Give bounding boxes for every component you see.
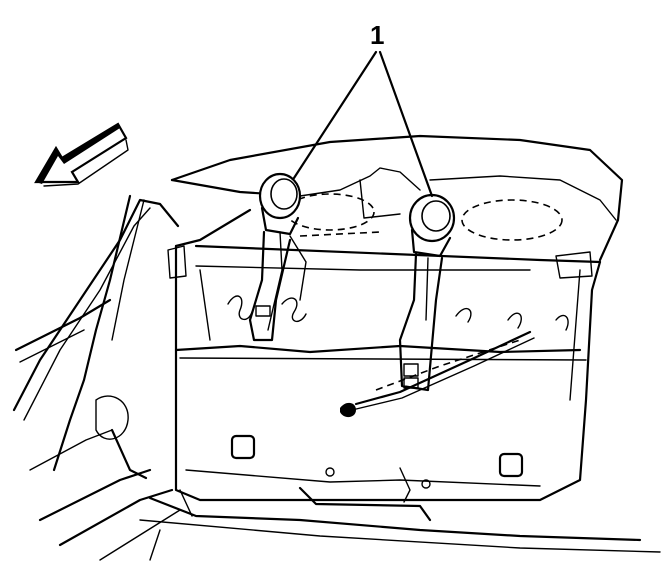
right-speaker (408, 193, 456, 258)
wiring-harness (340, 330, 535, 418)
callout-leader-left (292, 50, 378, 180)
left-speaker (258, 172, 302, 236)
front-direction-arrow-icon (34, 122, 129, 187)
callout-leader-right (378, 50, 434, 198)
floor-panel (139, 486, 661, 561)
callout-label: 1 (370, 20, 384, 50)
speaker-brackets (248, 230, 444, 392)
seatback-panel (167, 244, 602, 503)
callout-1: 1 (292, 20, 434, 198)
door-frame (12, 194, 181, 561)
rear-package-shelf (170, 134, 624, 271)
